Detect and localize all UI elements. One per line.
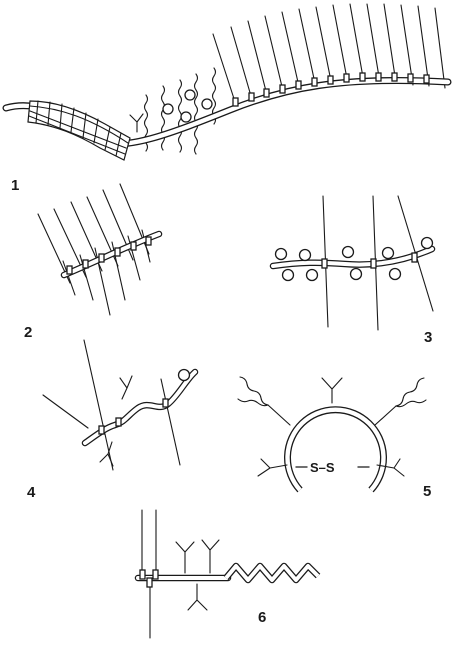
panel-5-ring: S–S bbox=[284, 406, 387, 493]
panel-3: 3 bbox=[269, 195, 436, 346]
panel-1-side-chains bbox=[129, 3, 446, 155]
panel-4-label: 4 bbox=[27, 484, 36, 501]
panel-3-globules bbox=[274, 236, 434, 282]
panel-4: 4 bbox=[27, 339, 199, 501]
panel-5: S–S 5 bbox=[237, 376, 431, 500]
panel-4-side-chains bbox=[42, 339, 181, 471]
panel-5-disulfide-label: S–S bbox=[310, 460, 335, 475]
panel-3-attachment-points bbox=[321, 252, 418, 269]
panel-1: 1 bbox=[2, 3, 452, 194]
panel-6-label: 6 bbox=[258, 609, 266, 626]
panel-1-hatched-block bbox=[27, 100, 131, 161]
panel-4-attachment-points bbox=[98, 398, 169, 435]
panel-6-attachment-points bbox=[139, 569, 159, 588]
panel-4-globule bbox=[177, 368, 191, 382]
panel-1-globules bbox=[162, 89, 213, 123]
panel-6-side-chains bbox=[141, 509, 220, 639]
panel-1-attachment-points bbox=[232, 72, 430, 107]
panel-4-core-chain bbox=[81, 368, 199, 447]
panel-1-label: 1 bbox=[11, 177, 19, 194]
panel-2-label: 2 bbox=[24, 324, 32, 341]
panel-2: 2 bbox=[24, 183, 163, 341]
panel-3-label: 3 bbox=[424, 329, 432, 346]
panel-5-side-chains bbox=[237, 376, 427, 477]
panel-6: 6 bbox=[134, 509, 321, 639]
panel-6-core-chain bbox=[134, 562, 321, 584]
panel-2-core-chain bbox=[60, 230, 163, 279]
panel-3-core-chain bbox=[269, 245, 436, 270]
panel-5-label: 5 bbox=[423, 483, 431, 500]
panel-2-attachment-points bbox=[66, 236, 152, 275]
